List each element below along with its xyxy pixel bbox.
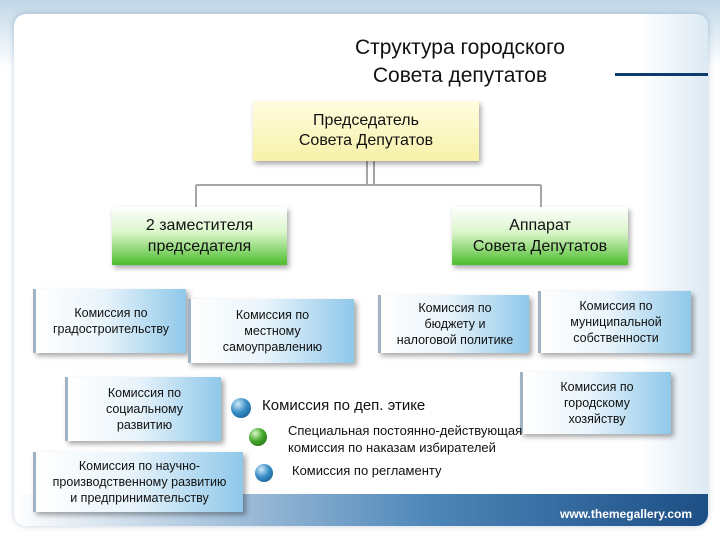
commission-city-label: Комиссия по городскому хозяйству: [560, 380, 634, 426]
frame-right-shade: [640, 14, 708, 526]
commission-municipal-label: Комиссия по муниципальной собственности: [570, 299, 662, 345]
commission-industrial-box: Комиссия по научно- производственному ра…: [33, 452, 243, 512]
chair-box: Председатель Совета Депутатов: [253, 101, 479, 161]
commission-urban-label: Комиссия по градостроительству: [52, 306, 170, 336]
apparatus-box: Аппарат Совета Депутатов: [452, 207, 628, 265]
commission-local-label: Комиссия по местному самоуправлению: [222, 308, 323, 354]
bullet-green-icon: [249, 428, 267, 446]
commission-city-box: Комиссия по городскому хозяйству: [520, 372, 671, 434]
mandates-label: Специальная постоянно-действующая комисс…: [288, 423, 523, 455]
commission-industrial-label: Комиссия по научно- производственному ра…: [52, 459, 227, 505]
chair-label: Председатель Совета Депутатов: [298, 112, 434, 149]
title-underline: [615, 73, 708, 76]
ethics-label: Комиссия по деп. этике: [262, 397, 426, 414]
commission-budget-box: Комиссия по бюджету и налоговой политике: [378, 295, 529, 353]
deputies-label: 2 заместителя председателя: [145, 217, 254, 255]
commission-budget-label: Комиссия по бюджету и налоговой политике: [396, 301, 514, 347]
bullet-blue-icon: [231, 398, 251, 418]
commission-social-label: Комиссия по социальному развитию: [105, 386, 184, 432]
bullet-blue-2-icon: [255, 464, 273, 482]
commission-social-box: Комиссия по социальному развитию: [65, 377, 221, 441]
commission-urban-box: Комиссия по градостроительству: [33, 289, 186, 353]
deputies-box: 2 заместителя председателя: [112, 207, 287, 265]
slide-title: Структура городского Совета депутатов: [355, 36, 565, 87]
rules-label: Комиссия по регламенту: [292, 463, 442, 478]
website-footer: www.themegallery.com: [560, 507, 693, 521]
commission-municipal-box: Комиссия по муниципальной собственности: [538, 291, 691, 353]
commission-local-box: Комиссия по местному самоуправлению: [188, 299, 354, 363]
apparatus-label: Аппарат Совета Депутатов: [472, 217, 608, 255]
